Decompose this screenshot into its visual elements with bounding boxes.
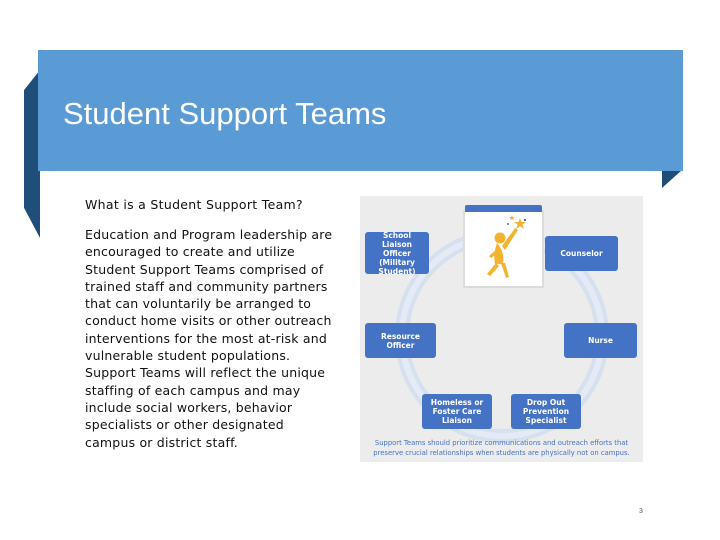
title-ribbon-fold-right [662,170,682,188]
title-banner [38,50,683,171]
center-card-accent [465,205,542,212]
slide-title: Student Support Teams [63,96,387,131]
support-team-diagram: School Liaison Officer (Military Student… [360,196,643,462]
node-homeless-foster-care-liaison: Homeless or Foster Care Liaison [422,394,492,429]
diagram-caption: Support Teams should prioritize communic… [373,439,630,457]
node-school-liaison-officer: School Liaison Officer (Military Student… [365,231,429,276]
center-student-card [463,205,544,288]
node-counselor: Counselor [545,236,618,271]
node-nurse: Nurse [564,323,637,358]
student-reaching-star-icon [487,215,527,278]
slide-body-text: Education and Program leadership are enc… [85,227,333,450]
page-number: 3 [639,508,643,515]
node-dropout-prevention-specialist: Drop Out Prevention Specialist [511,394,581,429]
slide-question: What is a Student Support Team? [85,197,303,212]
title-ribbon-fold-left [24,70,40,238]
node-resource-officer: Resource Officer [365,323,436,358]
